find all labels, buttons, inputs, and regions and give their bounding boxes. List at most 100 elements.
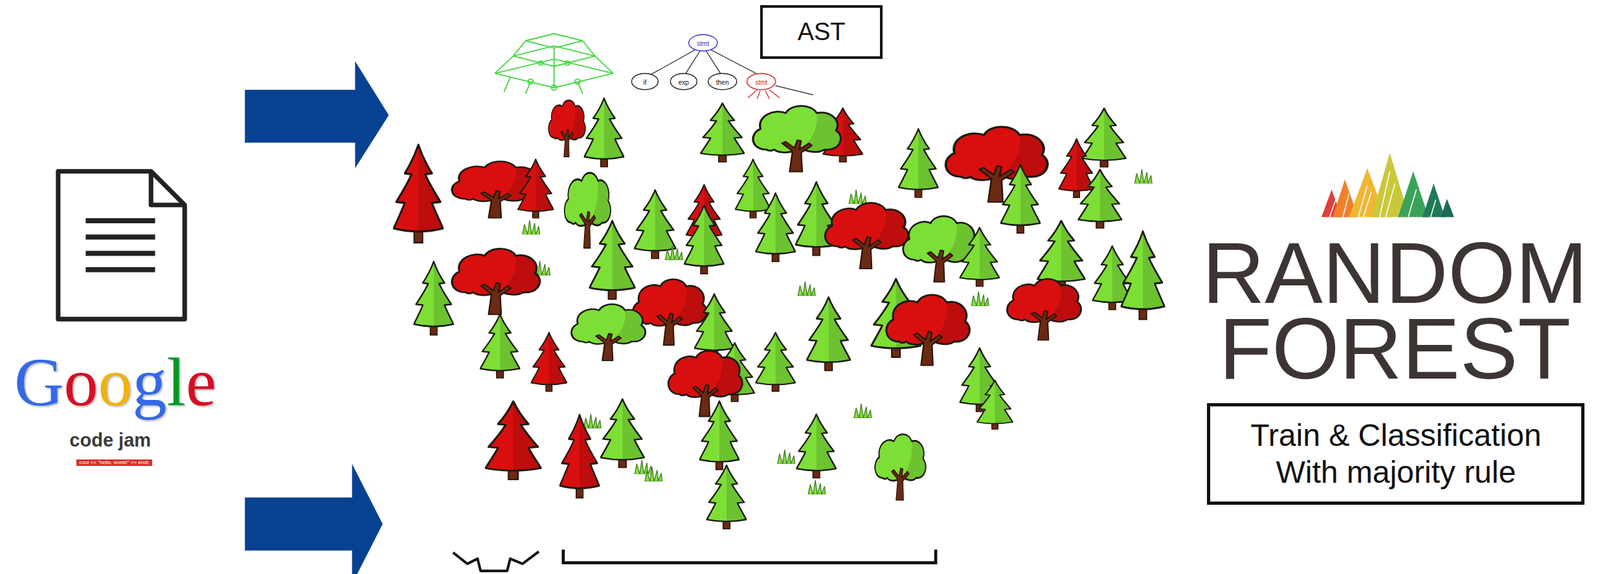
tree: [634, 190, 677, 260]
grass-tuft: [634, 460, 653, 475]
label-holder: RANDOM: [1201, 229, 1588, 317]
label-holder: stmt: [696, 36, 710, 49]
grass-tuft: [583, 414, 601, 429]
tree-node-outline: [688, 34, 718, 52]
tree-node-outline: [747, 73, 776, 90]
tree: [824, 202, 909, 269]
network-unit: [574, 78, 581, 85]
grass-tuft: [777, 450, 796, 465]
text-box: Train & Classification With majority rul…: [1206, 403, 1585, 506]
tree: [1000, 164, 1040, 234]
tree: [755, 332, 796, 392]
tree: [886, 295, 970, 366]
tree: [755, 192, 796, 262]
code-banner: cout << "hello, world!" << endl;: [76, 459, 152, 467]
grass-tuft: [522, 220, 541, 235]
tree-node-outline: [631, 73, 658, 90]
tree: [874, 434, 926, 501]
tree: [796, 414, 836, 478]
network-links: [494, 40, 614, 94]
grass-tuft: [797, 281, 816, 296]
tree: [946, 126, 1048, 203]
logo-peak: [1397, 171, 1429, 218]
tree-node-outline: [708, 73, 737, 90]
tree: [753, 106, 842, 173]
label-holder: then: [716, 75, 729, 88]
tree: [806, 297, 851, 371]
tree: [548, 100, 586, 157]
text-box: AST: [760, 5, 883, 60]
tree: [977, 380, 1013, 430]
tree: [584, 98, 624, 168]
tree: [684, 205, 724, 274]
grass-tuft: [1134, 169, 1152, 184]
bracket: [563, 549, 936, 563]
grass-tuft: [644, 467, 663, 482]
grass-tuft: [971, 292, 989, 307]
logo-wordmark: RANDOM: [1201, 229, 1588, 317]
ast-node-label: if: [642, 79, 647, 87]
label-holder: stmt: [754, 75, 768, 88]
logo-stripes: [1329, 171, 1436, 218]
label-holder: FOREST: [1219, 305, 1571, 393]
tree: [560, 415, 600, 499]
tree: [480, 314, 520, 379]
label-holder: cout << "hello, world!" << endl;: [76, 455, 152, 467]
logo-wordmark: FOREST: [1219, 305, 1571, 393]
tree: [1078, 169, 1122, 229]
ast-node-label: stmt: [696, 40, 710, 48]
tree-branch: [747, 90, 780, 100]
tree: [1120, 231, 1165, 320]
logo-peak: [1440, 198, 1454, 217]
brand-subtitle: code jam: [69, 431, 151, 451]
document-line: [85, 234, 155, 240]
document-fold: [150, 171, 185, 206]
tree: [694, 293, 735, 358]
tree: [898, 128, 939, 198]
tree: [451, 248, 541, 315]
document-line: [85, 251, 155, 257]
label-holder: if: [642, 75, 647, 88]
network-icon: [494, 33, 614, 94]
grass-tuft: [848, 189, 867, 204]
tree: [959, 227, 1000, 287]
block-arrow: [244, 61, 389, 169]
tree: [518, 159, 554, 219]
tree-branch: [775, 85, 814, 95]
tree: [571, 304, 646, 361]
grass-tuft: [664, 246, 683, 261]
ast-node-label: exp: [678, 79, 689, 87]
tree: [735, 159, 772, 219]
block-arrow: [244, 464, 383, 574]
tree: [485, 401, 541, 480]
tree: [530, 332, 567, 392]
network-unit: [528, 78, 534, 85]
tree: [707, 465, 747, 530]
tree: [393, 145, 443, 243]
tree: [413, 261, 454, 335]
grass-tuft: [854, 404, 872, 419]
logo-peak: [1422, 183, 1446, 218]
network-unit: [565, 61, 570, 66]
ast-node-label: stmt: [754, 79, 768, 87]
label-holder: code jam: [69, 431, 151, 451]
network-unit: [538, 61, 543, 66]
tree: [589, 220, 635, 300]
forest: [393, 98, 1165, 530]
tree: [1058, 139, 1095, 199]
document-icon: [58, 171, 185, 320]
tree: [600, 399, 645, 469]
box-text: AST: [797, 17, 846, 48]
grass-tuft: [808, 480, 826, 495]
squiggle-mark: [453, 551, 539, 572]
label-holder: exp: [678, 75, 689, 88]
document-line: [85, 267, 155, 273]
network-unit: [551, 85, 557, 91]
tree: [668, 350, 743, 417]
document-line: [85, 218, 155, 224]
brand-logo-text: Google: [14, 348, 217, 417]
ast-node-label: then: [716, 79, 729, 87]
tree-branch: [650, 49, 756, 75]
tree: [699, 401, 740, 471]
